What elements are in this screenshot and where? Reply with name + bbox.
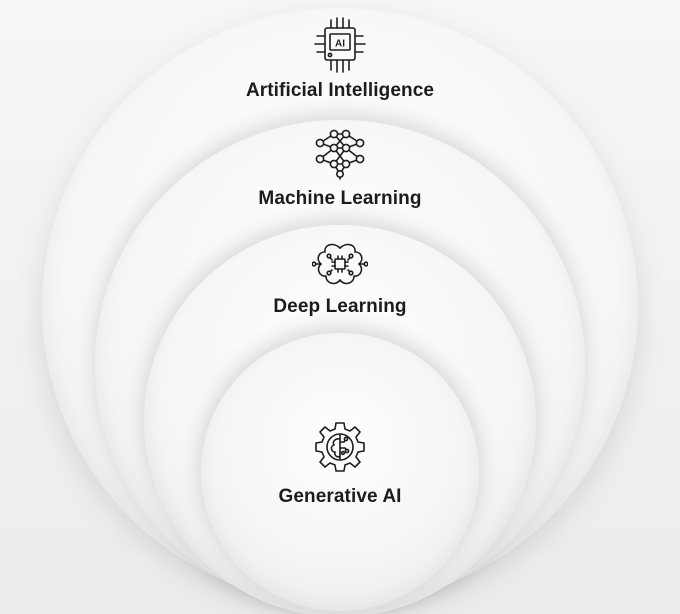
layer-label: Machine Learning	[258, 188, 422, 209]
neural-network-icon	[315, 129, 365, 180]
layer-label: Generative AI	[278, 486, 402, 507]
ai-chip-icon: AI	[314, 17, 366, 73]
layer-machine-learning: Machine Learning	[0, 126, 680, 210]
circle-generative-ai	[201, 333, 479, 611]
layer-generative-ai: Generative AI	[0, 420, 680, 508]
layer-deep-learning: Deep Learning	[0, 240, 680, 318]
layer-artificial-intelligence: AI Artificial Intelligence	[0, 16, 680, 102]
gear-brain-icon	[315, 422, 365, 472]
layer-label: Deep Learning	[273, 296, 407, 317]
ai-chip-text: AI	[335, 39, 345, 50]
brain-circuit-icon	[312, 243, 368, 285]
layer-label: Artificial Intelligence	[245, 80, 435, 101]
